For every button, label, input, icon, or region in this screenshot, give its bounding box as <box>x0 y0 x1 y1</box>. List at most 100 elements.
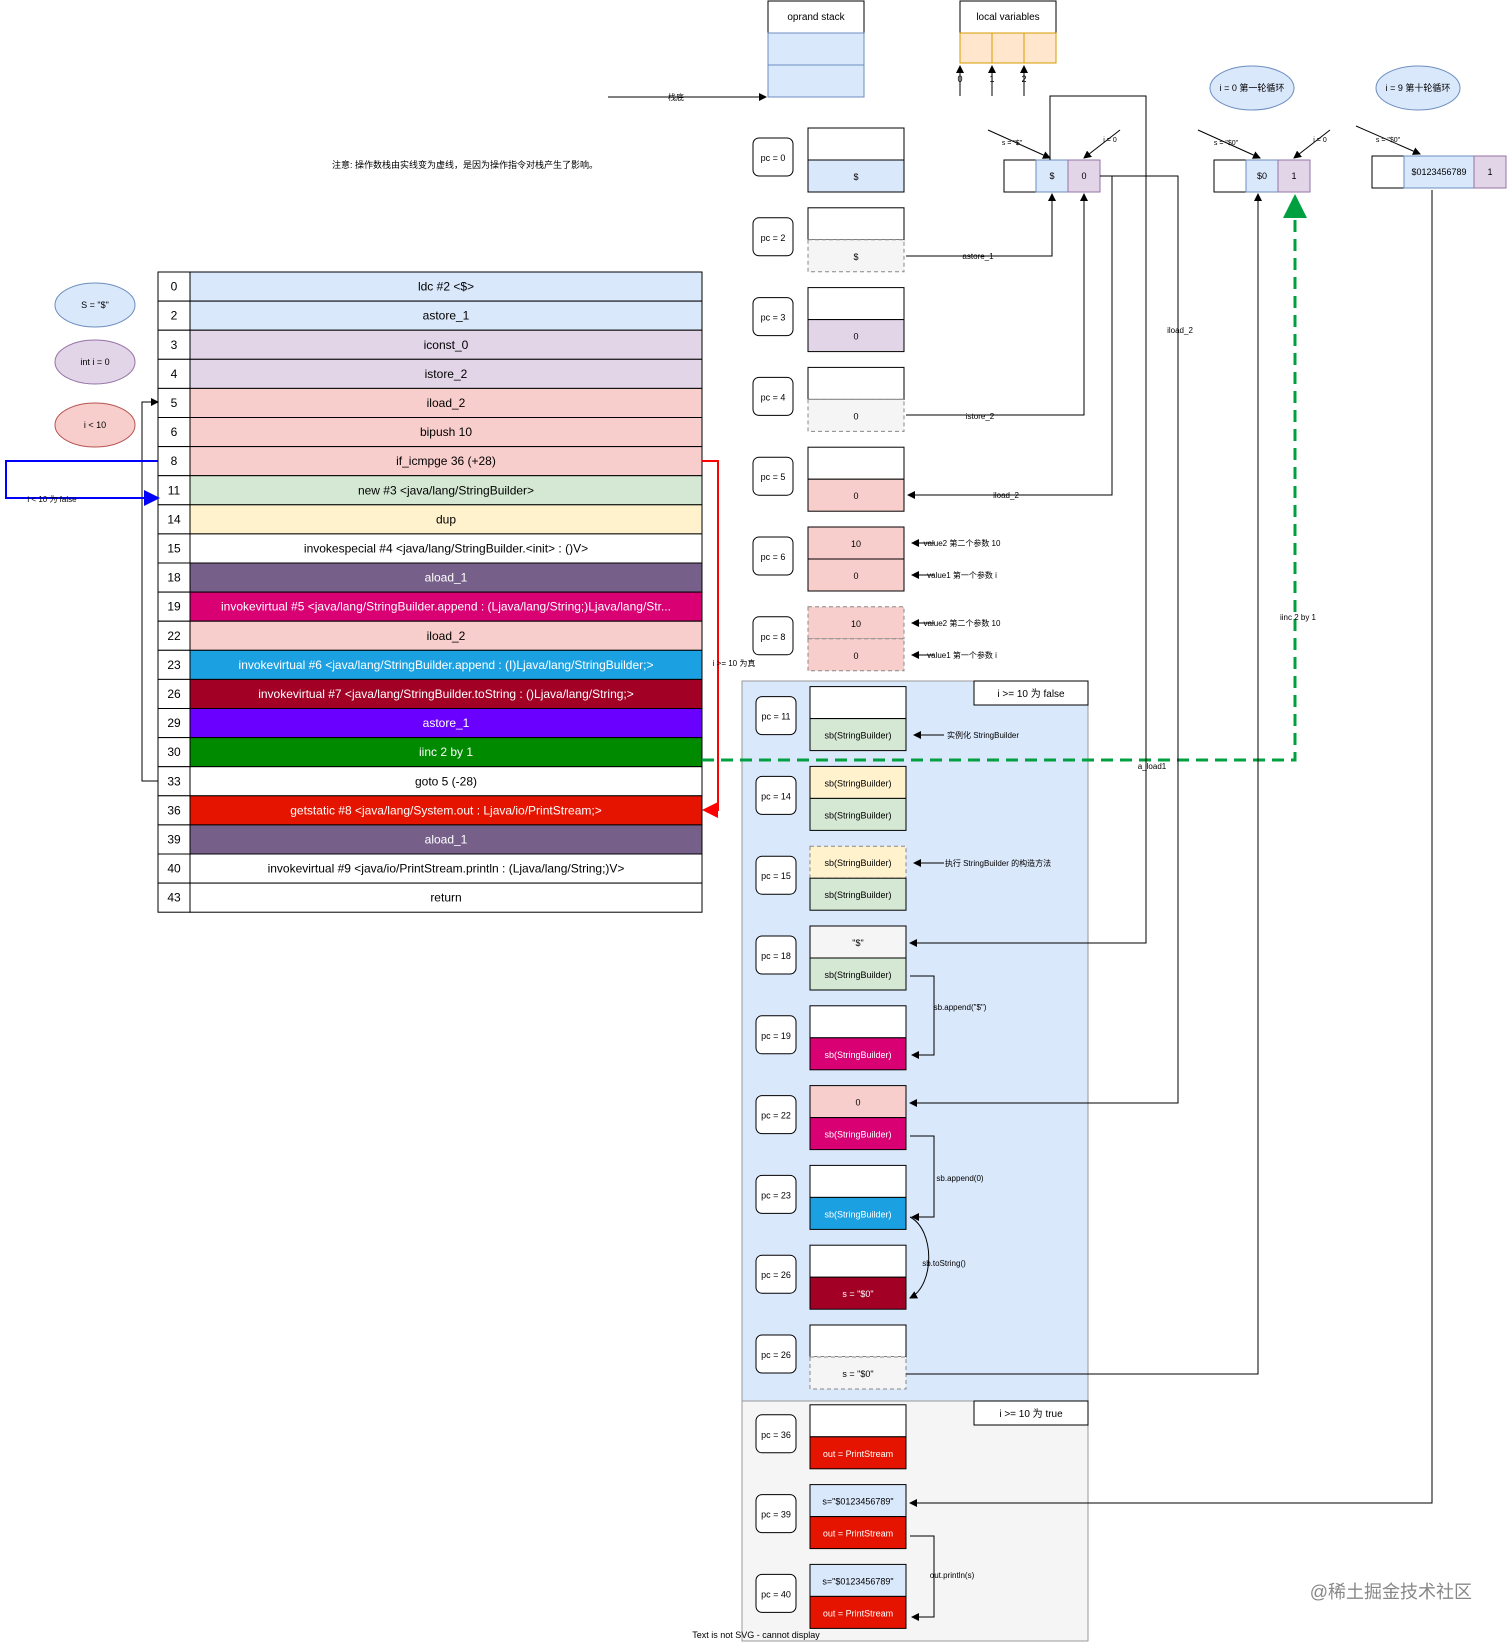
bytecode-instruction: new #3 <java/lang/StringBuilder> <box>358 483 534 497</box>
pc-label: pc = 2 <box>761 233 786 243</box>
edge-istore2: istore_2 <box>966 412 995 421</box>
pc-label: pc = 3 <box>761 313 786 323</box>
stack-slot-value: out = PrintStream <box>823 1608 893 1618</box>
cloud-label: i = 0 第一轮循环 <box>1220 82 1285 93</box>
region-label-true-box <box>973 1400 1089 1426</box>
bytecode-instruction: bipush 10 <box>420 425 472 439</box>
goto-loop-arrow <box>141 398 159 782</box>
stack-frame: pc = 19 sb(StringBuilder) <box>755 1005 907 1071</box>
stack-slot-value: s="$0123456789" <box>822 1497 893 1507</box>
stack-slot <box>807 446 905 480</box>
stack-slot <box>807 366 905 400</box>
true-branch-label: i >= 10 为真 <box>713 658 756 668</box>
bytecode-pc: 14 <box>167 512 181 526</box>
local-variables-title: local variables <box>976 12 1039 23</box>
bytecode-instruction: iload_2 <box>427 629 466 643</box>
bytecode-instruction: return <box>430 891 461 905</box>
cloud-condition: i < 10 <box>54 402 136 448</box>
stack-slot-value: 0 <box>855 1098 860 1108</box>
stack-slot-value: sb(StringBuilder) <box>824 1130 891 1140</box>
stack-frame: pc = 15sb(StringBuilder)sb(StringBuilder… <box>755 845 907 911</box>
stack-slot-value: sb(StringBuilder) <box>824 1050 891 1060</box>
lv-cell: 0 <box>1081 171 1086 181</box>
stack-slot-value: 0 <box>853 651 858 661</box>
lv-label-s: s = "$0" <box>1214 140 1239 147</box>
bytecode-pc: 39 <box>167 832 181 846</box>
bytecode-instruction: invokespecial #4 <java/lang/StringBuilde… <box>304 541 588 555</box>
pc-label: pc = 19 <box>761 1031 791 1041</box>
bytecode-pc: 30 <box>167 745 181 759</box>
edge-value1: value1 第一个参数 i <box>927 650 997 660</box>
lv-label-s: s = "$0" <box>1376 137 1401 144</box>
lv-snapshot-2: $0 1 s = "$0" i = 0 <box>1197 129 1331 193</box>
edge-init-sb: 执行 StringBuilder 的构造方法 <box>945 858 1051 868</box>
bytecode-instruction: iinc 2 by 1 <box>419 745 473 759</box>
stack-slot <box>809 1037 907 1071</box>
stack-slot-value: sb(StringBuilder) <box>824 778 891 788</box>
stack-slot-value: 10 <box>851 539 861 549</box>
bytecode-row: 6 bipush 10 <box>157 417 703 448</box>
stack-frame: pc = 40 <box>752 366 905 432</box>
bytecode-instruction: istore_2 <box>425 367 468 381</box>
stack-slot <box>809 718 907 752</box>
stack-slot <box>809 957 907 991</box>
cloud-label: S = "$" <box>81 300 109 310</box>
stack-frame: pc = 18"$"sb(StringBuilder) <box>755 925 907 991</box>
edge-append-s: sb.append("$") <box>934 1003 987 1012</box>
cloud-s-init: S = "$" <box>54 282 136 328</box>
lv-index-1: 1 <box>989 74 994 84</box>
stack-slot <box>809 765 907 799</box>
stack-slot-value: 0 <box>853 411 858 421</box>
stack-slot <box>807 606 905 640</box>
lv-label-i: i = 0 <box>1313 137 1327 144</box>
bytecode-instruction: if_icmpge 36 (+28) <box>396 454 496 468</box>
stack-frame: pc = 2$ <box>752 207 905 273</box>
false-branch-arrow <box>5 460 160 506</box>
stack-slot <box>809 1436 907 1470</box>
bytecode-pc: 36 <box>167 803 181 817</box>
watermark: @稀土掘金技术社区 <box>1310 1582 1472 1602</box>
region-label-true: i >= 10 为 true <box>999 1408 1063 1420</box>
stack-slot <box>807 287 905 321</box>
bytecode-instruction: goto 5 (-28) <box>415 774 477 788</box>
bytecode-pc: 23 <box>167 658 181 672</box>
stack-frame: pc = 30 <box>752 287 905 353</box>
local-var-slot <box>959 32 993 64</box>
bytecode-pc: 6 <box>171 425 178 439</box>
lv-index-0: 0 <box>957 74 962 84</box>
pc-label: pc = 39 <box>761 1510 791 1520</box>
bytecode-pc: 19 <box>167 600 181 614</box>
cloud-first-loop: i = 0 第一轮循环 <box>1209 65 1295 111</box>
stack-slot <box>809 1563 907 1597</box>
bytecode-instruction: aload_1 <box>425 832 468 846</box>
edge-to-string: sb.toString() <box>922 1259 966 1268</box>
stack-slot <box>807 398 905 432</box>
bytecode-instruction: getstatic #8 <java/lang/System.out : Lja… <box>290 803 602 817</box>
stack-slot <box>809 1356 907 1390</box>
stack-slot-value: out = PrintStream <box>823 1449 893 1459</box>
stack-frame: pc = 50 <box>752 446 905 512</box>
stack-slot <box>809 1005 907 1039</box>
stack-slot-value: s="$0123456789" <box>822 1576 893 1586</box>
edge-value2: value2 第二个参数 10 <box>924 538 1001 548</box>
cloud-tenth-loop: i = 9 第十轮循环 <box>1375 65 1461 111</box>
edge-value1: value1 第一个参数 i <box>927 570 997 580</box>
stack-slot-value: sb(StringBuilder) <box>824 731 891 741</box>
pc-label: pc = 23 <box>761 1190 791 1200</box>
stack-slot <box>809 1484 907 1518</box>
stack-slot-value: sb(StringBuilder) <box>824 810 891 820</box>
bytecode-pc: 43 <box>167 891 181 905</box>
stack-frame: pc = 14sb(StringBuilder)sb(StringBuilder… <box>755 765 907 831</box>
